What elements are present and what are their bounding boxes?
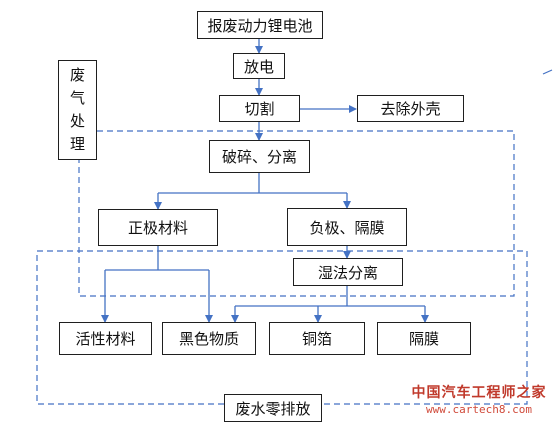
node-active: 活性材料 — [59, 322, 152, 355]
watermark: 中国汽车工程师之家 www.cartech8.com — [406, 384, 552, 418]
node-crush: 破碎、分离 — [209, 140, 310, 173]
node-wastewater: 废水零排放 — [224, 394, 322, 422]
node-remove-shell: 去除外壳 — [357, 95, 464, 122]
node-discharge: 放电 — [233, 53, 285, 79]
node-exhaust: 废 气 处 理 — [58, 60, 97, 160]
node-battery: 报废动力锂电池 — [197, 11, 323, 39]
node-cut: 切割 — [219, 95, 300, 122]
watermark-name: 中国汽车工程师之家 — [411, 385, 547, 401]
node-black: 黑色物质 — [162, 322, 256, 355]
exhaust-char-3: 处 — [69, 112, 85, 130]
node-wet: 湿法分离 — [293, 258, 403, 286]
edge-tick — [542, 69, 553, 75]
exhaust-char-2: 气 — [69, 89, 85, 107]
wastewater-dashed-loop — [36, 250, 528, 405]
node-anode: 负极、隔膜 — [287, 208, 407, 246]
node-cathode: 正极材料 — [98, 209, 218, 246]
exhaust-char-1: 废 — [69, 66, 85, 84]
node-separator: 隔膜 — [377, 322, 471, 355]
exhaust-char-4: 理 — [69, 135, 85, 153]
watermark-url: www.cartech8.com — [426, 403, 532, 416]
node-copper: 铜箔 — [269, 322, 365, 355]
